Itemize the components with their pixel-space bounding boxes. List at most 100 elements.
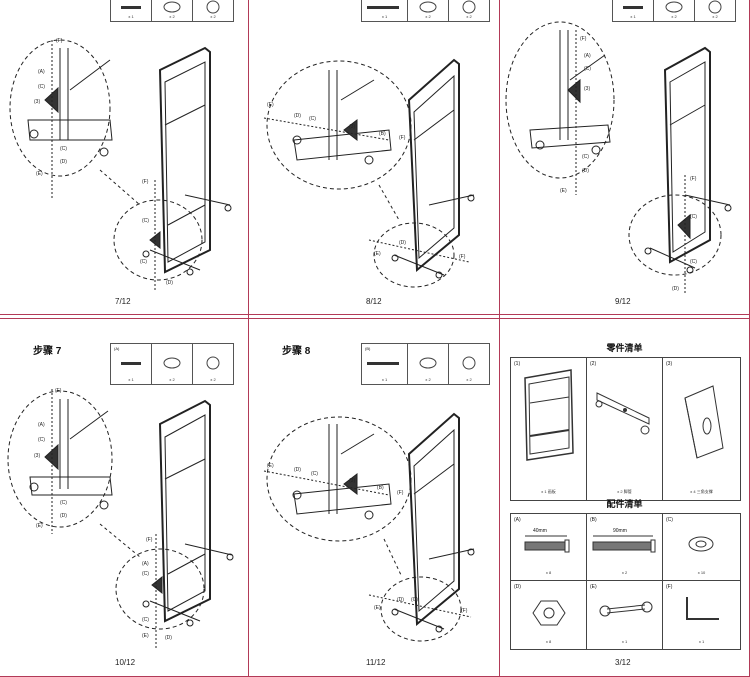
- svg-text:(F): (F): [397, 490, 404, 496]
- svg-text:(F): (F): [56, 38, 63, 44]
- assembly-diagram-8: (E) (D) (C) (3) (B) (F) (E) (D) (F): [263, 58, 475, 288]
- svg-text:(F): (F): [399, 135, 406, 141]
- accessory-label: (E): [590, 584, 597, 590]
- part-qty: x 1: [381, 14, 388, 19]
- divider: [499, 0, 500, 677]
- nut-part-cell: x 2: [193, 0, 233, 21]
- svg-text:(C): (C): [142, 571, 149, 577]
- svg-text:(3): (3): [34, 99, 40, 105]
- part-qty: x 2 脚管: [617, 489, 632, 494]
- leg-tube-icon: [596, 392, 650, 425]
- dimension-label: 40mm: [533, 528, 547, 534]
- accessory-f-cell: (F) x 1: [663, 581, 740, 649]
- assembly-diagram-7: (A) (C) (3) (F) (C) (D) (E) (F) (C) (C) …: [9, 38, 232, 290]
- part-qty: x 2: [169, 377, 175, 382]
- page-number: 7/12: [115, 297, 131, 306]
- part-qty: x 2: [671, 14, 677, 19]
- long-bolt-icon: [592, 541, 652, 551]
- nut-part-cell: x 2: [695, 0, 735, 21]
- svg-text:(F): (F): [690, 176, 697, 182]
- svg-text:(C): (C): [584, 66, 591, 72]
- svg-text:(F): (F): [461, 608, 468, 614]
- washer-icon: [688, 536, 714, 552]
- accessories-list-grid: (A) 40mm x 8 (B) 90mm x 2 (C) x 10 (D) x…: [510, 513, 741, 650]
- part-board-cell: (1) x 1 画板: [511, 358, 587, 500]
- svg-text:(B): (B): [377, 485, 384, 491]
- svg-text:(A): (A): [38, 69, 45, 75]
- accessory-qty: x 1: [698, 639, 705, 644]
- divider: [0, 318, 750, 319]
- svg-text:(E): (E): [267, 102, 274, 108]
- page-3-panel: 零件清单 (1) x 1 画板 (2) x 2 脚管 (3) x 4 三角支撑 …: [500, 319, 749, 676]
- svg-text:(C): (C): [38, 437, 45, 443]
- nut-icon: [708, 0, 722, 14]
- bolt-part-cell: x 1: [613, 0, 654, 21]
- whiteboard-icon: [524, 369, 574, 461]
- bolt-part-cell: (B) x 1: [362, 344, 408, 384]
- svg-text:(D): (D): [672, 286, 679, 292]
- page-number: 8/12: [366, 297, 382, 306]
- svg-text:(E): (E): [36, 171, 43, 177]
- svg-text:(D): (D): [582, 168, 589, 174]
- part-leg-cell: (2) x 2 脚管: [587, 358, 663, 500]
- parts-list-title: 零件清单: [606, 343, 643, 353]
- svg-text:(F): (F): [580, 36, 587, 42]
- washer-part-cell: x 2: [152, 0, 193, 21]
- dimension-label: 90mm: [613, 528, 627, 534]
- page-9-panel: x 1 x 2 x 2: [500, 0, 749, 314]
- page-number: 10/12: [115, 658, 136, 667]
- parts-box: x 1 x 2 x 2: [110, 0, 234, 22]
- svg-text:(C): (C): [582, 154, 589, 160]
- part-qty: x 1: [128, 14, 134, 19]
- part-qty: x 1 画板: [541, 489, 556, 494]
- svg-text:(A): (A): [584, 53, 591, 59]
- accessory-qty: x 8: [545, 639, 552, 644]
- svg-text:(A): (A): [38, 422, 45, 428]
- svg-text:(C): (C): [142, 617, 149, 623]
- bolt-icon: [367, 6, 399, 9]
- bolt-icon: [623, 6, 643, 9]
- nut-icon: [206, 0, 220, 14]
- bolt-part-cell: (A) x 1: [111, 344, 152, 384]
- accessory-qty: x 2: [621, 570, 628, 575]
- part-qty: x 1: [128, 377, 134, 382]
- washer-part-cell: x 2: [408, 344, 449, 384]
- svg-text:(3): (3): [349, 478, 355, 484]
- svg-text:(3): (3): [349, 124, 355, 130]
- bolt-part-cell: x 1: [111, 0, 152, 21]
- nut-part-cell: x 2: [449, 344, 489, 384]
- page-11-panel: 步骤 8 (B) x 1 x 2 x 2: [249, 319, 499, 676]
- svg-text:(D): (D): [294, 113, 301, 119]
- accessory-label: (F): [666, 584, 673, 590]
- parts-box: x 1 x 2 x 2: [612, 0, 736, 22]
- accessories-list-title: 配件清单: [606, 499, 643, 509]
- svg-text:(D): (D): [60, 513, 67, 519]
- svg-text:(D): (D): [166, 280, 173, 286]
- accessory-qty: x 10: [697, 570, 706, 575]
- part-label: (B): [365, 346, 371, 351]
- svg-text:(C): (C): [690, 214, 697, 220]
- part-qty: x 4 三角支撑: [690, 489, 713, 494]
- bolt-icon: [121, 362, 141, 365]
- parts-list-grid: (1) x 1 画板 (2) x 2 脚管 (3) x 4 三角支撑: [510, 357, 741, 501]
- part-qty: x 2: [169, 14, 175, 19]
- nut-icon: [462, 0, 476, 14]
- accessory-a-cell: (A) 40mm x 8: [511, 514, 587, 581]
- assembly-diagram-11: (E) (D) (C) (3) (B) (F) (E) (D) (C) (F): [263, 412, 475, 642]
- svg-text:(B): (B): [379, 131, 386, 137]
- svg-text:(E): (E): [560, 188, 567, 194]
- short-bolt-icon: [524, 541, 566, 551]
- part-qty: x 1: [630, 14, 636, 19]
- svg-text:(D): (D): [165, 635, 172, 641]
- page-7-panel: x 1 x 2 x 2: [0, 0, 248, 314]
- svg-text:(3): (3): [34, 453, 40, 459]
- accessory-e-cell: (E) x 1: [587, 581, 663, 649]
- step-title: 步骤 7: [33, 346, 62, 357]
- nut-icon: [206, 356, 220, 370]
- assembly-diagram-9: (F) (A) (C) (3) (C) (D) (E) (F) (C) (C) …: [505, 21, 732, 295]
- allen-key-icon: [686, 597, 719, 620]
- svg-text:(C): (C): [411, 597, 418, 603]
- bolt-icon: [367, 362, 399, 365]
- nut-icon: [462, 356, 476, 370]
